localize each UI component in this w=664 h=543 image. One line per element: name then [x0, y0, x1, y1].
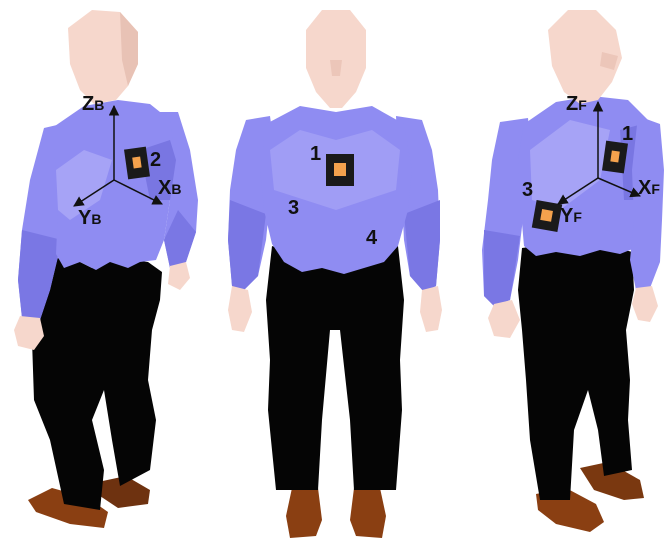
- point-label-4: 4: [366, 227, 378, 249]
- axis-label-xb: XB: [158, 177, 181, 199]
- marker-label-2: 2: [150, 149, 161, 171]
- axis-label-xf: XF: [638, 177, 660, 199]
- marker-side-1: [602, 141, 628, 174]
- right-hand: [420, 286, 442, 332]
- right-hand: [632, 286, 658, 322]
- marker-side-3: [532, 200, 562, 232]
- marker-label-1-side: 1: [622, 123, 633, 145]
- left-hand: [228, 286, 252, 332]
- pants: [32, 256, 162, 510]
- shoes: [286, 488, 386, 538]
- axis-label-yf: YF: [560, 205, 582, 227]
- marker-front: [326, 154, 354, 186]
- figure-back-view: 2 ZB XB YB: [14, 10, 198, 528]
- head: [306, 10, 366, 108]
- point-label-3: 3: [288, 197, 299, 219]
- axis-label-yb: YB: [78, 207, 101, 229]
- axis-label-zf: ZF: [566, 93, 587, 115]
- left-hand: [488, 300, 520, 338]
- axis-label-zb: ZB: [82, 93, 104, 115]
- pants: [266, 246, 404, 490]
- marker-label-3-side: 3: [522, 179, 533, 201]
- figure-side-view: 1 3 ZF XF YF: [482, 10, 664, 532]
- pants: [518, 244, 634, 500]
- marker-back: [124, 147, 150, 180]
- right-hand: [168, 262, 190, 290]
- marker-label-1: 1: [310, 143, 321, 165]
- figure-front-view: 1 3 4: [228, 10, 442, 538]
